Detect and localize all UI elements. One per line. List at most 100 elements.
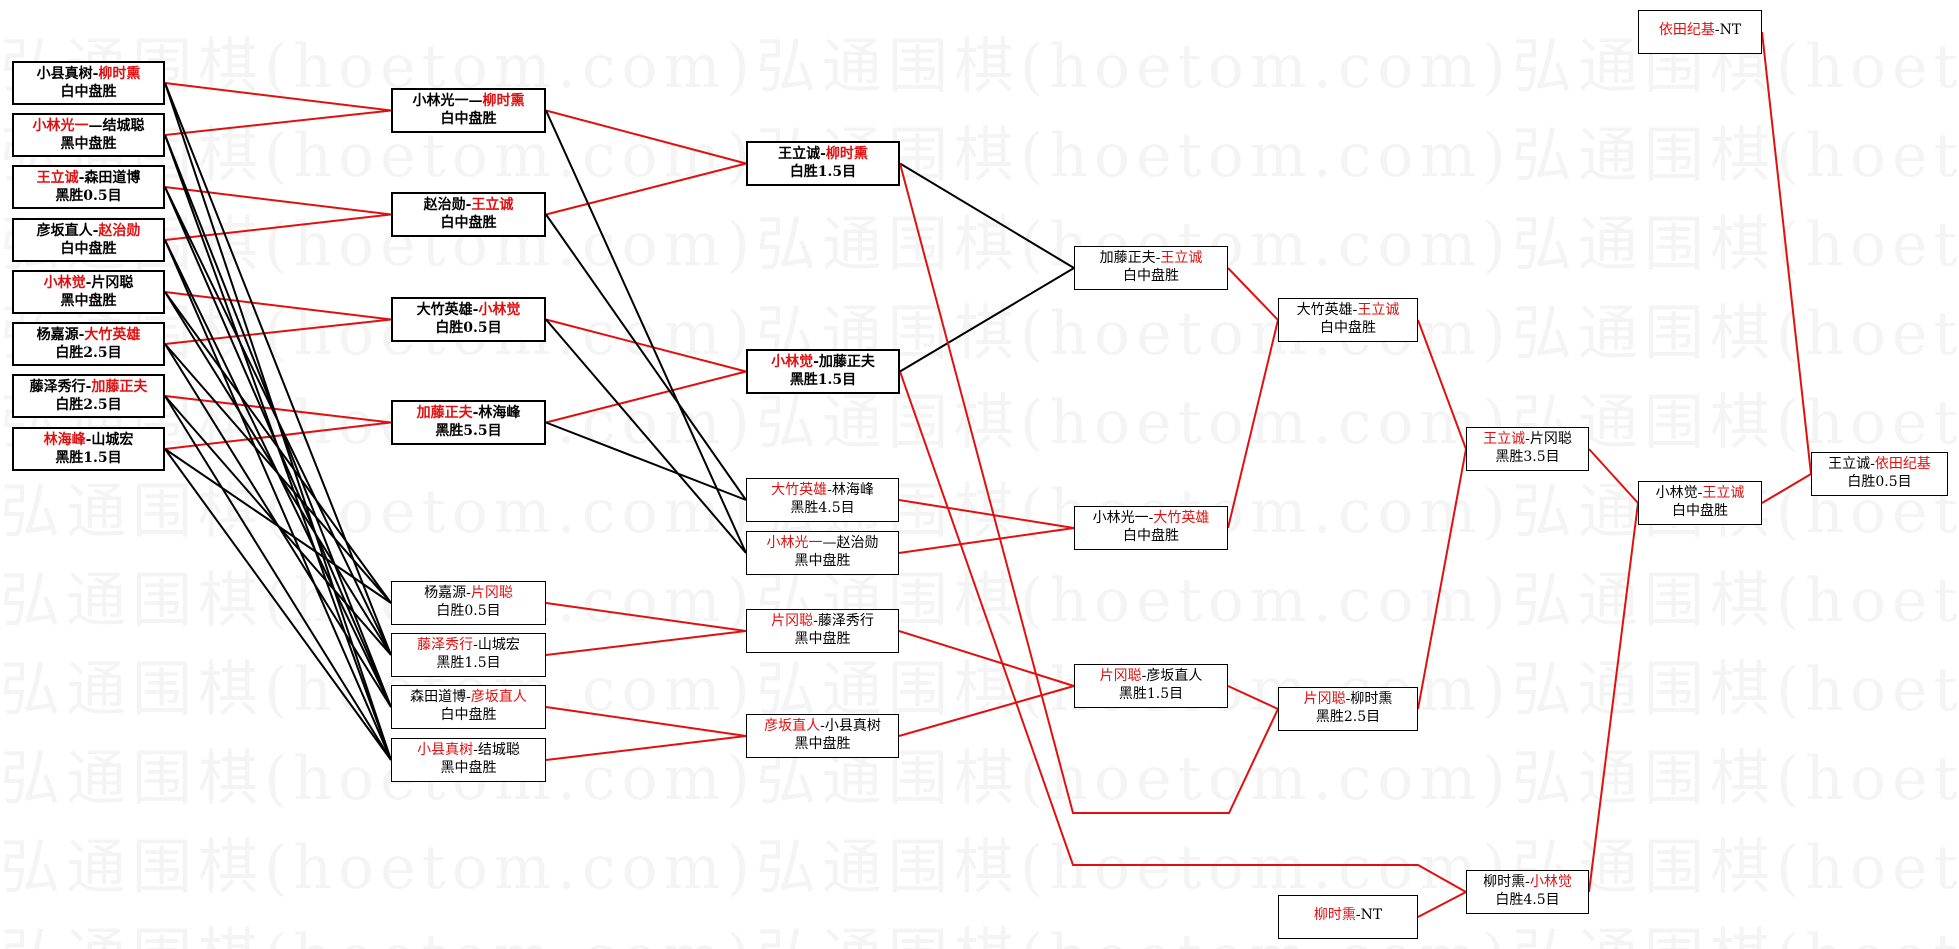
player-a: 杨嘉源 [424,585,467,601]
player-b: 林海峰 [831,482,874,498]
match-box: 大竹英雄-王立诚白中盘胜 [1278,298,1418,342]
connector-r2_7-r3_6 [545,706,747,737]
match-players: 王立诚-柳时熏 [748,145,898,163]
match-players: 柳时熏-NT [1279,906,1417,924]
player-separator: - [78,327,85,343]
connector-r5_1-r6_1 [1417,319,1467,450]
connector-r3_1-r4_1 [899,162,1075,269]
match-box: 小林光一—结城聪黑中盘胜 [12,113,165,157]
player-b: 彦坂直人 [470,689,527,705]
match-result: 白胜0.5目 [1847,474,1912,490]
match-players: 森田道博-彦坂直人 [392,688,545,706]
player-separator: - [1697,485,1703,501]
match-result: 黑中盘胜 [60,293,117,309]
player-a: 片冈聪 [1303,691,1346,707]
player-a: 小县真树 [36,66,93,82]
match-players: 小林觉-加藤正夫 [748,353,898,371]
match-box: 片冈聪-彦坂直人黑胜1.5目 [1074,664,1228,708]
player-a: 王立诚 [1828,456,1871,472]
match-box: 藤泽秀行-山城宏黑胜1.5目 [391,633,546,677]
match-players: 杨嘉源-片冈聪 [392,584,545,602]
player-a: 小林觉 [771,354,814,370]
player-b: 山城宏 [91,432,134,448]
player-b: 王立诚 [471,197,514,213]
match-players: 小林光一—柳时熏 [393,92,544,110]
player-b: 小县真树 [824,718,881,734]
player-b: 赵治勋 [836,535,879,551]
player-a: 王立诚 [778,146,821,162]
connector-r1_7-r2_4 [164,395,392,424]
match-result: 黑胜5.5目 [435,423,502,439]
connector-r3_1-r5_2 [899,163,1279,814]
match-box: 王立诚-依田纪基白胜0.5目 [1811,452,1948,496]
match-result: 白中盘胜 [60,84,117,100]
match-result: 黑胜0.5目 [55,188,122,204]
player-separator: - [1352,302,1358,318]
player-separator: - [78,170,85,186]
player-separator: — [822,535,837,551]
match-players: 王立诚-依田纪基 [1812,455,1947,473]
match-result: 白中盘胜 [440,707,497,723]
match-result: 黑胜2.5目 [1315,709,1381,725]
match-players: 小林光一—赵治勋 [747,534,898,552]
match-players: 大竹英雄-小林觉 [393,301,544,319]
match-players: 赵治勋-王立诚 [393,196,544,214]
player-separator: - [473,742,478,758]
match-box: 小林光一—柳时熏白中盘胜 [391,88,546,133]
match-box: 小林觉-王立诚白中盘胜 [1638,481,1762,525]
connector-r7_2-r8_1 [1761,31,1812,475]
player-separator: - [813,613,818,629]
connector-r1_2-r2_1 [164,109,392,136]
match-box: 杨嘉源-大竹英雄白胜2.5目 [12,322,165,366]
match-players: 小县真树-柳时熏 [14,65,163,83]
connector-r2_4-r3_3 [545,421,747,501]
match-players: 小县真树-结城聪 [392,741,545,759]
player-b: 林海峰 [478,405,521,421]
player-a: 彦坂直人 [36,223,93,239]
player-separator: - [466,689,471,705]
player-b: 片冈聪 [91,275,134,291]
player-a: 林海峰 [43,432,86,448]
match-result: 黑中盘胜 [60,136,117,152]
player-b: 森田道博 [84,170,141,186]
match-box: 森田道博-彦坂直人白中盘胜 [391,685,546,729]
connector-r3_4-r4_2 [898,527,1075,554]
player-a: 小林光一 [1092,510,1149,526]
player-separator: - [813,354,819,370]
match-result: 黑中盘胜 [794,736,851,752]
player-separator: - [1155,250,1161,266]
connector-r3_3-r4_2 [898,499,1075,529]
match-players: 片冈聪-柳时熏 [1279,690,1417,708]
match-box: 赵治勋-王立诚白中盘胜 [391,192,546,237]
match-players: 依田纪基-NT [1639,21,1761,39]
match-players: 大竹英雄-王立诚 [1279,301,1417,319]
match-box: 杨嘉源-片冈聪白胜0.5目 [391,581,546,625]
player-a: 小林觉 [1655,485,1698,501]
player-separator: - [1345,691,1351,707]
match-players: 彦坂直人-小县真树 [747,717,898,735]
connector-r1_3-r2_2 [164,186,392,216]
match-players: 小林光一-大竹英雄 [1075,509,1227,527]
match-box: 依田纪基-NT [1638,10,1762,54]
player-separator: - [827,482,832,498]
connector-r2_2-r3_1 [545,162,747,216]
player-b: 柳时熏 [98,66,141,82]
player-a: 大竹英雄 [416,302,473,318]
player-b: 赵治勋 [98,223,141,239]
match-box: 片冈聪-柳时熏黑胜2.5目 [1278,687,1418,731]
match-box: 加藤正夫-林海峰黑胜5.5目 [391,400,546,445]
connector-r1_7-r2_8 [164,395,392,761]
player-a: 森田道博 [410,689,467,705]
player-separator: - [1525,874,1530,890]
player-separator: - [472,405,479,421]
player-separator: - [466,585,471,601]
player-separator: - [1141,668,1147,684]
connector-r1_6-r2_5 [164,343,392,604]
player-b: 彦坂直人 [1146,668,1203,684]
connector-r1_1-r2_6 [164,82,392,656]
player-b: 王立诚 [1357,302,1400,318]
player-a: 大竹英雄 [1296,302,1353,318]
player-separator: — [88,118,103,134]
match-result: 白胜4.5目 [1495,892,1560,908]
